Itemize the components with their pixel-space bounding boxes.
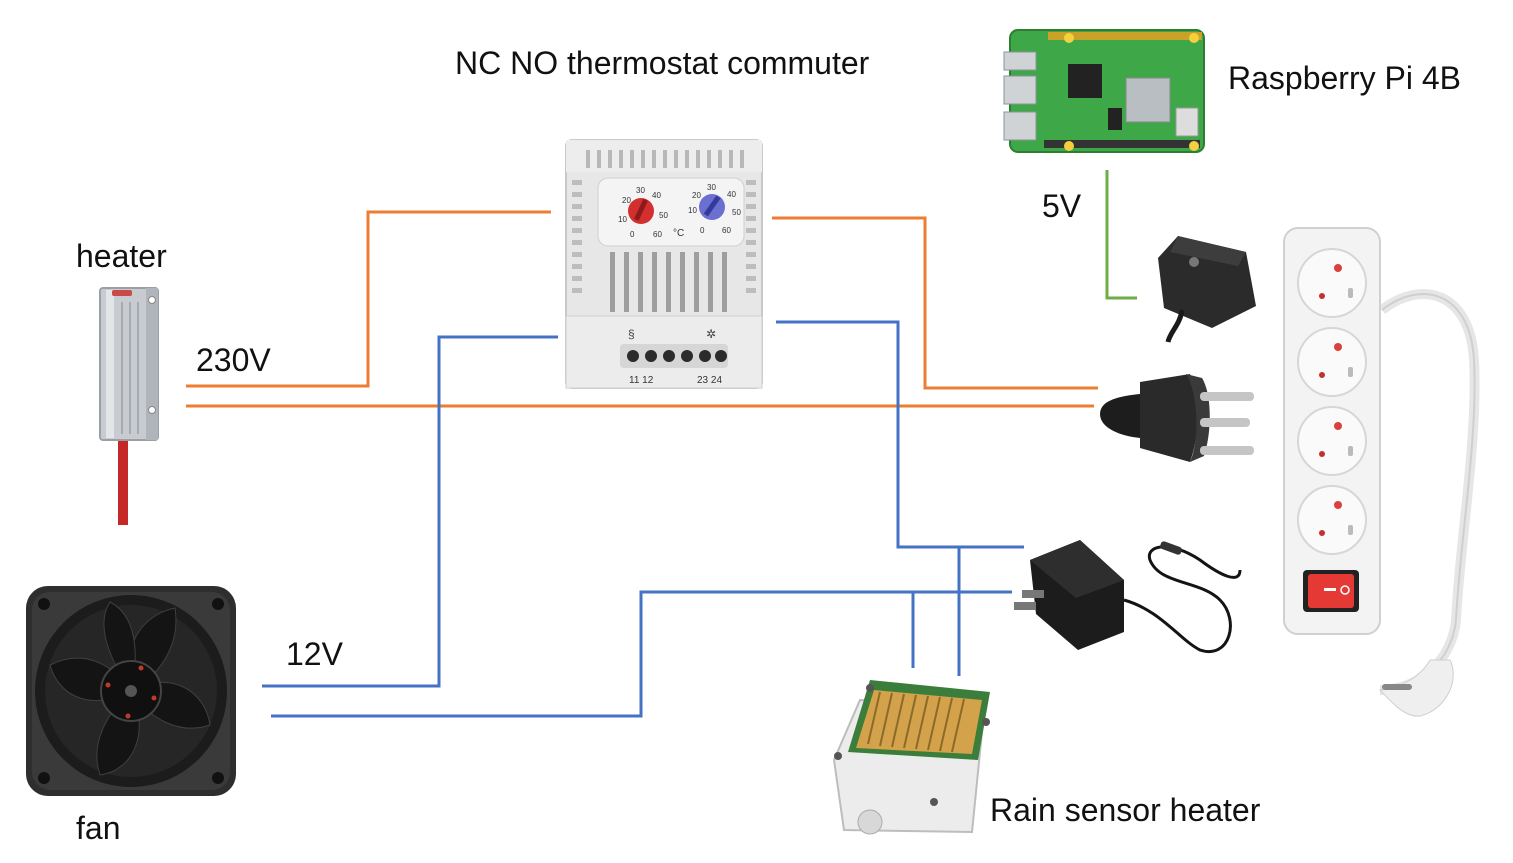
- thermostat-label: NC NO thermostat commuter: [455, 45, 870, 81]
- dial-right-tick: 10: [688, 206, 697, 215]
- pi-power-adapter-icon: [1158, 236, 1256, 343]
- dial-right-tick: 40: [727, 190, 736, 199]
- dial-right-tick: 60: [722, 226, 731, 235]
- wire-12v-fan-to-adapter: [271, 590, 1012, 718]
- terminal-label-right: 23 24: [697, 375, 722, 386]
- voltage-12v-label: 12V: [286, 636, 343, 672]
- socket: [1297, 327, 1367, 397]
- dial-left-tick: 30: [636, 186, 645, 195]
- dial-left-tick: 0: [630, 230, 635, 239]
- fan-icon: [26, 586, 236, 796]
- wire-230v-thermostat-to-plug: [772, 216, 1098, 390]
- dial-right-tick: 0: [700, 226, 705, 235]
- fan-label: fan: [76, 810, 121, 846]
- svg-text:✲: ✲: [706, 327, 716, 341]
- wires-12v: [262, 320, 1024, 718]
- terminal-label-left: 11 12: [629, 375, 654, 386]
- heater-icon: [99, 287, 159, 525]
- wire-12v-thermostat-to-adapter: [776, 320, 1024, 549]
- wires-230v: [186, 210, 1098, 408]
- dial-right-tick: 20: [692, 191, 701, 200]
- dial-left-tick: 20: [622, 196, 631, 205]
- dial-left-tick: 50: [659, 211, 668, 220]
- raspberry-pi-label: Raspberry Pi 4B: [1228, 60, 1461, 96]
- voltage-5v-label: 5V: [1042, 188, 1082, 224]
- rain-sensor-heater-label: Rain sensor heater: [990, 792, 1261, 828]
- dial-left-tick: 10: [618, 215, 627, 224]
- rain-sensor-icon: [832, 680, 990, 835]
- socket: [1297, 485, 1367, 555]
- svg-text:§: §: [628, 327, 635, 341]
- wire-5v-pi-to-adapter: [1105, 170, 1137, 300]
- dial-unit: °C: [673, 228, 684, 239]
- dial-right-tick: 50: [732, 208, 741, 217]
- thermostat-icon: 20 30 40 10 50 0 60 20 30 40 10 50 0 60 …: [565, 139, 763, 389]
- heater-label: heater: [76, 238, 167, 274]
- wire-230v-heater-to-thermostat: [186, 210, 551, 388]
- wire-12v-fan-to-thermostat: [262, 335, 558, 688]
- ac-adapter-icon: [1014, 540, 1242, 654]
- raspberry-pi-board-icon: [1003, 29, 1205, 153]
- voltage-230v-label: 230V: [196, 342, 271, 378]
- power-strip-icon: [1283, 227, 1480, 717]
- dial-left-tick: 60: [653, 230, 662, 239]
- socket: [1297, 406, 1367, 476]
- socket: [1297, 248, 1367, 318]
- power-plug-icon: [1100, 374, 1254, 462]
- dial-left-tick: 40: [652, 191, 661, 200]
- dial-right-tick: 30: [707, 183, 716, 192]
